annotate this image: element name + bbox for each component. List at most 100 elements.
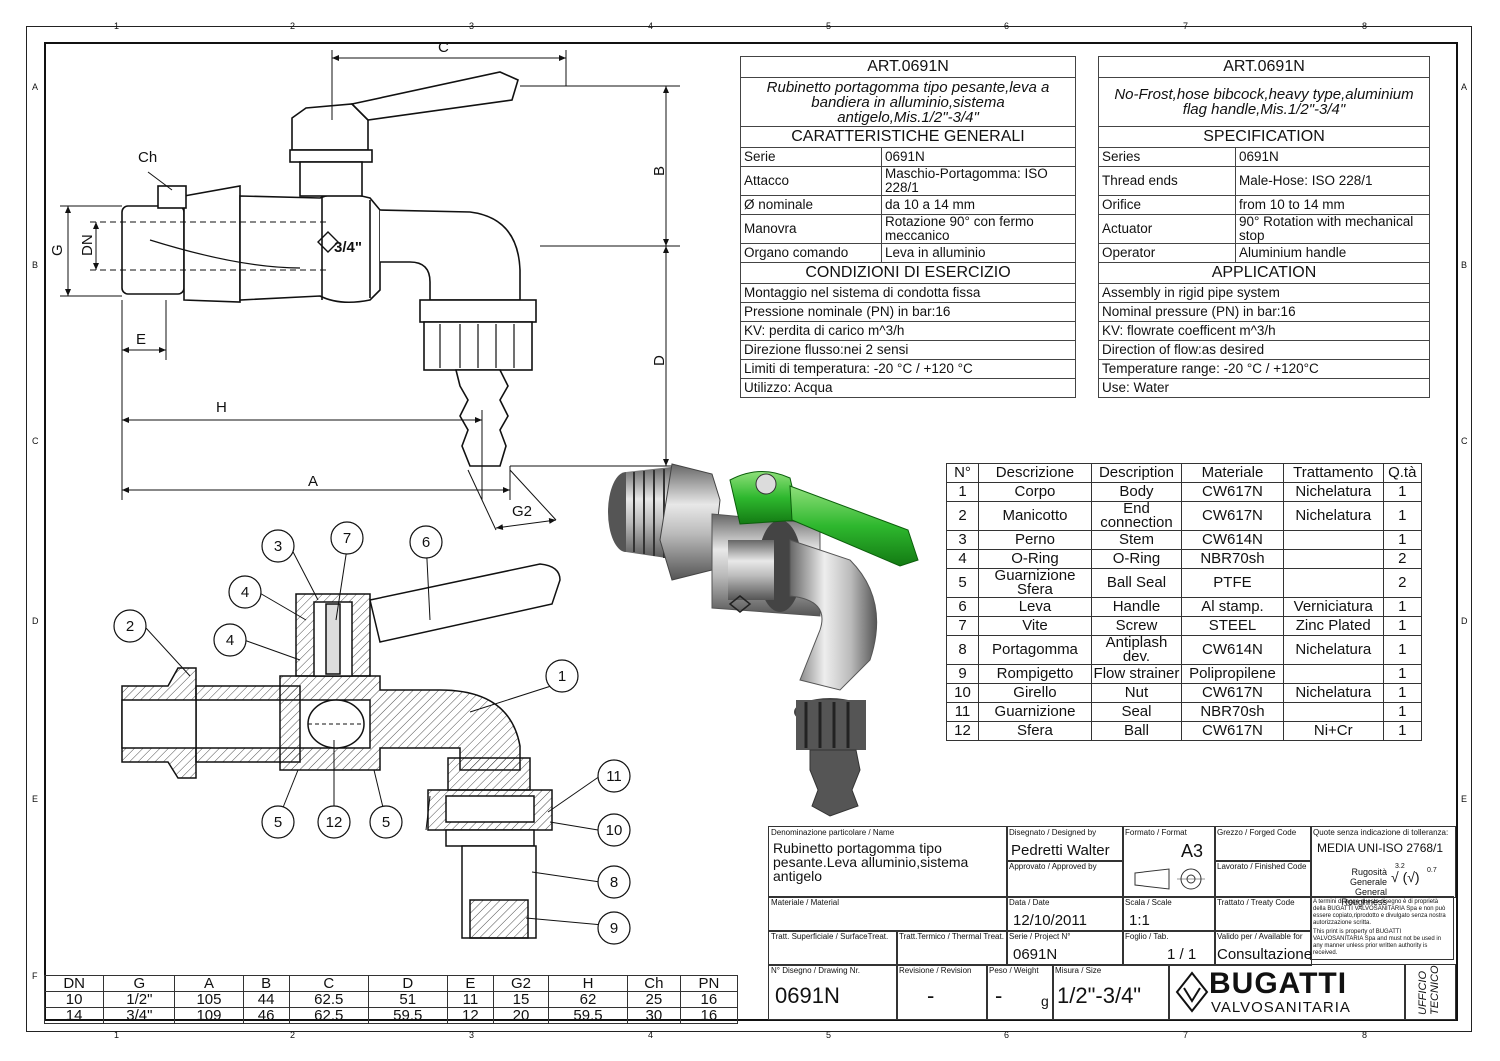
tb-roughness-v2: 0.7: [1427, 867, 1437, 874]
parts-cell: Al stamp.: [1180, 597, 1284, 617]
parts-cell: Nichelatura: [1282, 635, 1384, 665]
parts-cell: Sfera: [977, 721, 1092, 741]
dim-label-a: A: [308, 473, 318, 490]
spec-it-value: Maschio-Portagomma: ISO 228/1: [881, 166, 1076, 196]
dims-header: D: [367, 975, 448, 992]
dims-cell: 11: [446, 991, 495, 1008]
dims-cell: 30: [627, 1007, 681, 1024]
parts-cell: Seal: [1090, 702, 1182, 722]
dims-cell: 51: [367, 991, 448, 1008]
tb-brand-sub: VALVOSANITARIA: [1211, 999, 1351, 1016]
parts-cell: 8: [946, 635, 979, 665]
tb-label: Formato / Format: [1125, 828, 1187, 837]
parts-cell: CW614N: [1180, 635, 1284, 665]
parts-cell: [1282, 530, 1384, 550]
parts-cell: Zinc Plated: [1282, 616, 1384, 636]
tb-legal-en: This print is property of BUGATTI VALVOS…: [1313, 929, 1442, 956]
spec-it-label: Ø nominale: [740, 195, 882, 215]
parts-cell: Girello: [977, 683, 1092, 703]
dims-cell: 12: [446, 1007, 495, 1024]
left-ruler: A B C D E F: [32, 82, 39, 981]
parts-cell: Portagomma: [977, 635, 1092, 665]
parts-cell: CW617N: [1180, 721, 1284, 741]
dims-cell: 62.5: [288, 1007, 369, 1024]
dims-cell: 46: [242, 1007, 290, 1024]
tb-designed-cell: Disegnato / Designed by Pedretti Walter: [1006, 826, 1124, 862]
dims-cell: 3/4": [103, 1007, 176, 1024]
parts-header: Materiale: [1180, 463, 1284, 483]
parts-cell: [1282, 568, 1384, 598]
spec-it-general-title: CARATTERISTICHE GENERALI: [740, 126, 1076, 148]
balloon-2: 2: [126, 618, 134, 635]
parts-cell: 6: [946, 597, 979, 617]
dims-row: 14 3/4" 109 46 62.5 59.5 12 20 59.5 30 1…: [43, 1007, 739, 1024]
tb-weight-value: -: [995, 983, 1003, 1008]
parts-cell: Guarnizione: [977, 702, 1092, 722]
balloon-5b: 5: [382, 814, 390, 831]
parts-cell: 2: [1382, 568, 1423, 598]
spec-en-desc: No-Frost,hose bibcock,heavy type,alumini…: [1098, 77, 1430, 127]
parts-cell: Nichelatura: [1282, 501, 1384, 531]
tb-treaty-cell: Trattato / Treaty Code: [1214, 896, 1312, 932]
section-view: [121, 563, 561, 939]
spec-en-label: Operator: [1098, 243, 1236, 263]
parts-cell: Leva: [977, 597, 1092, 617]
dim-label-g2: G2: [512, 503, 532, 520]
tb-label: Scala / Scale: [1125, 898, 1172, 907]
spec-en-value: 0691N: [1235, 147, 1430, 167]
spec-en-value: 90° Rotation with mechanical stop: [1235, 214, 1430, 244]
dim-label-ch: Ch: [138, 149, 157, 166]
tb-format-cell: Formato / Format A3: [1122, 826, 1216, 898]
parts-cell: Polipropilene: [1180, 664, 1284, 684]
spec-en-value: from 10 to 14 mm: [1235, 195, 1430, 215]
spec-it-service-row: KV: perdita di carico m^3/h: [740, 321, 1076, 341]
tb-name-value: Rubinetto portagomma tipo pesante.Leva a…: [773, 840, 969, 884]
spec-en-value: Aluminium handle: [1235, 243, 1430, 263]
tb-date-value: 12/10/2011: [1013, 912, 1087, 929]
dims-cell: 15: [493, 991, 549, 1008]
dim-label-e: E: [136, 331, 146, 348]
dims-header-row: DN G A B C D E G2 H Ch PN: [43, 975, 739, 992]
parts-cell: Manicotto: [977, 501, 1092, 531]
spec-en-service-row: Use: Water: [1098, 378, 1430, 398]
parts-cell: 7: [946, 616, 979, 636]
tb-label: Tratt. Superficiale / SurfaceTreat.: [771, 932, 889, 941]
size-mark-label: 3/4": [334, 239, 362, 256]
parts-cell: Antiplash dev.: [1090, 635, 1182, 665]
parts-cell: CW617N: [1180, 683, 1284, 703]
tb-legal-it: A termini di legge questo disegno è di p…: [1313, 899, 1446, 926]
tb-format-value: A3: [1181, 841, 1204, 861]
parts-cell: 1: [946, 482, 979, 502]
tb-label: Trattato / Treaty Code: [1217, 898, 1295, 907]
dims-cell: 62.5: [288, 991, 369, 1008]
elevation-view: [90, 71, 537, 467]
balloon-4a: 4: [241, 584, 249, 601]
dims-cell: 16: [679, 991, 739, 1008]
dim-label-h: H: [216, 399, 227, 416]
parts-cell: Perno: [977, 530, 1092, 550]
parts-cell: 1: [1382, 635, 1423, 665]
spec-it-service-row: Pressione nominale (PN) in bar:16: [740, 302, 1076, 322]
drawing-border: [44, 42, 1458, 1021]
tb-surface-cell: Tratt. Superficiale / SurfaceTreat.: [768, 930, 898, 966]
dims-cell: 1/2": [103, 991, 176, 1008]
parts-cell: CW614N: [1180, 530, 1284, 550]
parts-cell: 2: [1382, 549, 1423, 569]
parts-cell: 12: [946, 721, 979, 741]
right-ruler: A B C D E: [1461, 82, 1468, 804]
spec-it-value: da 10 a 14 mm: [881, 195, 1076, 215]
dimension-lines: [60, 50, 680, 531]
parts-cell: 1: [1382, 482, 1423, 502]
parts-cell: PTFE: [1180, 568, 1284, 598]
tb-brand: BUGATTI: [1209, 967, 1348, 1000]
parts-cell: 1: [1382, 530, 1423, 550]
spec-en-service-row: KV: flowrate coefficent m^3/h: [1098, 321, 1430, 341]
dimensions-table: DN G A B C D E G2 H Ch PN 10 1/2" 105 44…: [43, 975, 739, 1024]
tb-revision-cell: Revisione / Revision -: [896, 964, 988, 1020]
parts-cell: 1: [1382, 501, 1423, 531]
